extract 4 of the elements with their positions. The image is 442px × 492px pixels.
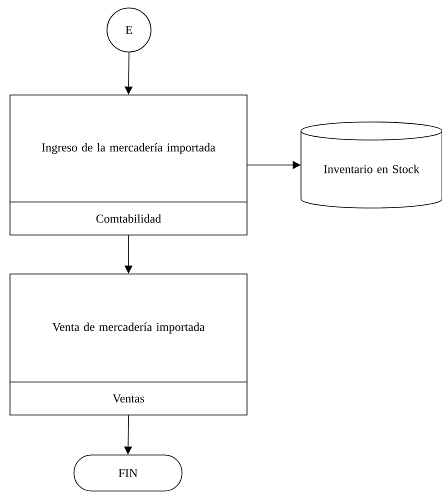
process-box: Ingreso de la mercadería importada Comtabilidad: [10, 94, 248, 236]
process-box: Venta de mercadería importada Ventas: [10, 274, 248, 416]
database-cylinder: Inventario en Stock: [300, 122, 442, 208]
node-label: Inventario en Stock: [324, 164, 420, 174]
